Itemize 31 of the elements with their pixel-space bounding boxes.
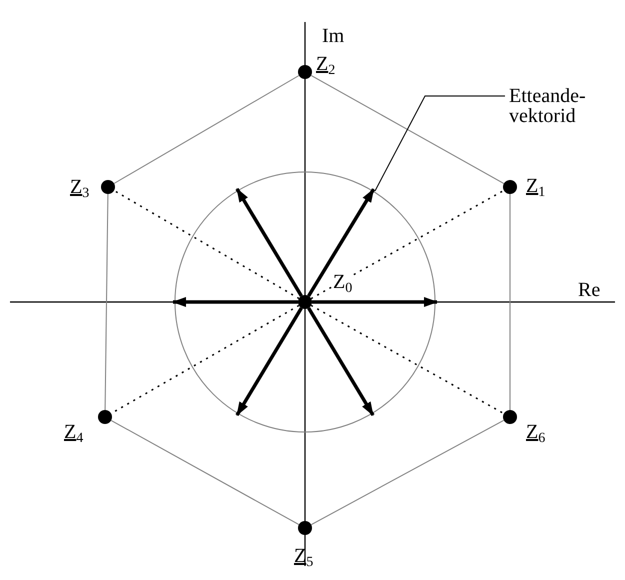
hexagon-side: [310, 74, 504, 184]
point-label: Z$_{4}$: [64, 422, 84, 446]
point-dot: [503, 180, 517, 194]
point-label: Z$_{6}$: [526, 422, 546, 446]
dotted-line: [310, 190, 504, 300]
leader-line: [374, 96, 506, 192]
point-dot: [298, 65, 312, 79]
vector-arrow: [307, 307, 374, 416]
vector-arrow: [172, 297, 298, 307]
hexagon-side: [114, 75, 300, 184]
dotted-line: [114, 190, 300, 300]
vector-arrow: [236, 307, 303, 416]
point-dot: [298, 521, 312, 535]
callout-text: Etteande- vektorid: [509, 86, 604, 126]
point-label: Z$_{3}$: [70, 177, 90, 201]
hexagon-side: [110, 420, 300, 526]
point-label: Z$_{5}$: [294, 546, 314, 570]
vector-arrow: [236, 188, 303, 297]
vector-arrow: [312, 297, 438, 307]
point-dot: [101, 180, 115, 194]
point-dot: [503, 410, 517, 424]
vector-arrow: [307, 188, 376, 297]
point-dot: [98, 410, 112, 424]
dotted-line: [310, 304, 504, 414]
point-label: Z$_{1}$: [526, 176, 546, 200]
hexagon-side: [104, 194, 108, 410]
point-label: Z$_{2}$: [316, 54, 336, 78]
point-dot: [298, 295, 312, 309]
axis-label: Im: [322, 26, 344, 46]
hexagon-side: [310, 420, 504, 526]
axis-label: Re: [578, 280, 600, 300]
